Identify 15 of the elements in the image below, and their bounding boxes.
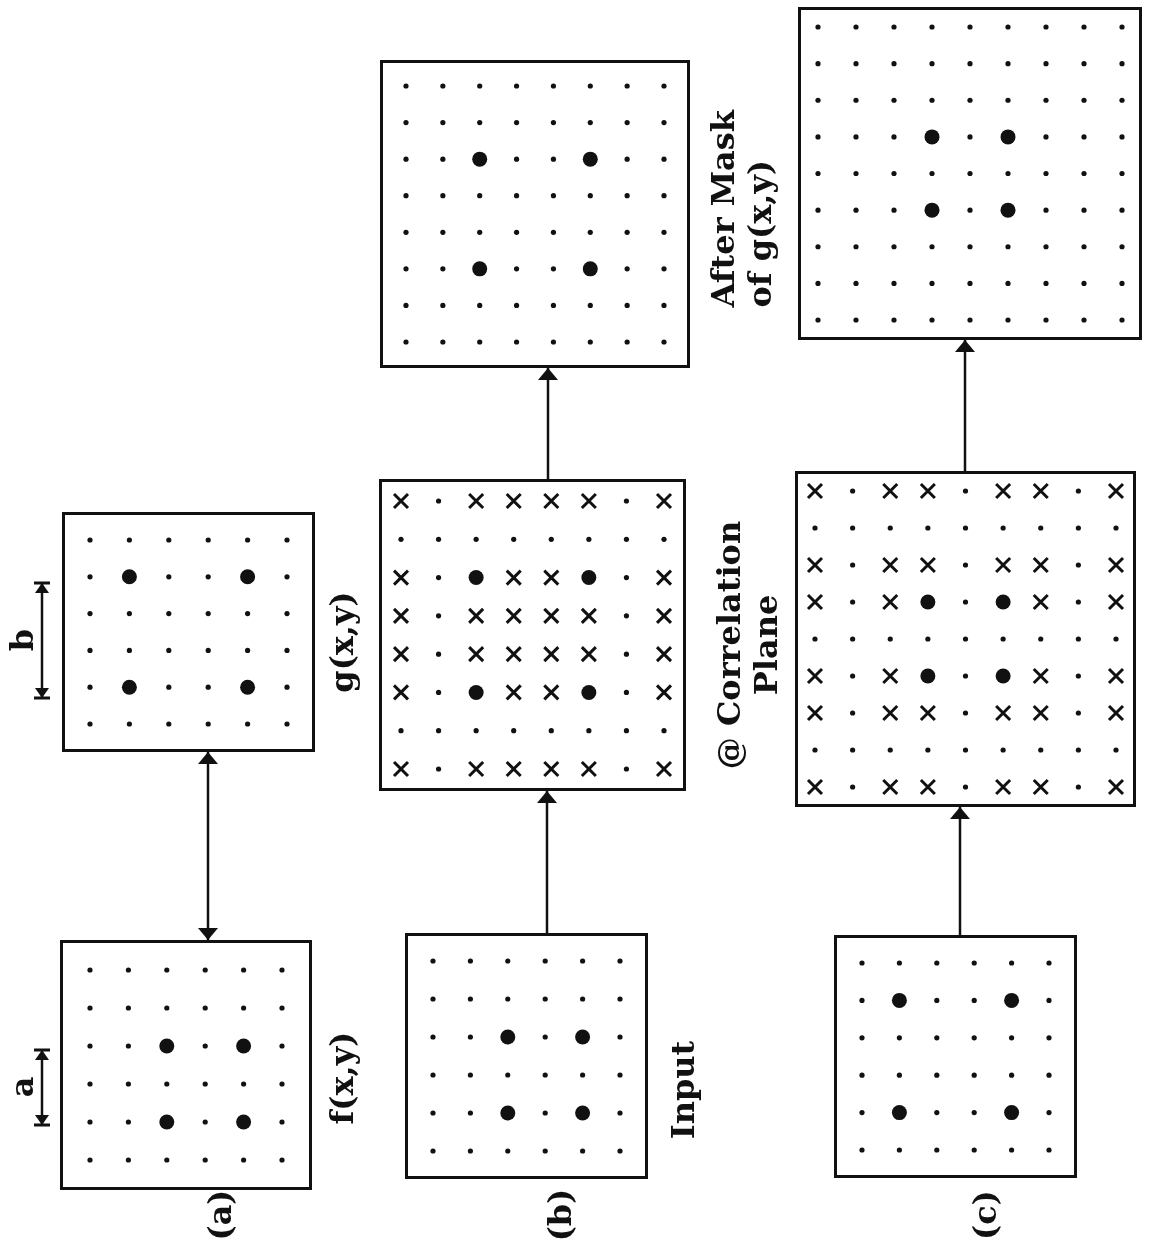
panel-label: (a) (201, 1189, 239, 1241)
arrow (955, 340, 975, 471)
panel-caption: After Mask of g(x,y) (705, 108, 779, 308)
panel-label: (c) (966, 1190, 1004, 1240)
arrow (950, 807, 970, 935)
panel-caption: Input (664, 1039, 702, 1142)
dimension-label: a (3, 1076, 41, 1098)
panel-caption: f(x,y) (323, 1030, 361, 1127)
arrow (537, 791, 557, 933)
panel-caption: g(x,y) (323, 590, 361, 695)
dimension-label: b (3, 628, 41, 652)
arrow (198, 752, 218, 940)
panel-label: (b) (541, 1188, 579, 1242)
panel-caption: @ Correlation Plane (711, 519, 785, 772)
arrow (538, 368, 558, 479)
